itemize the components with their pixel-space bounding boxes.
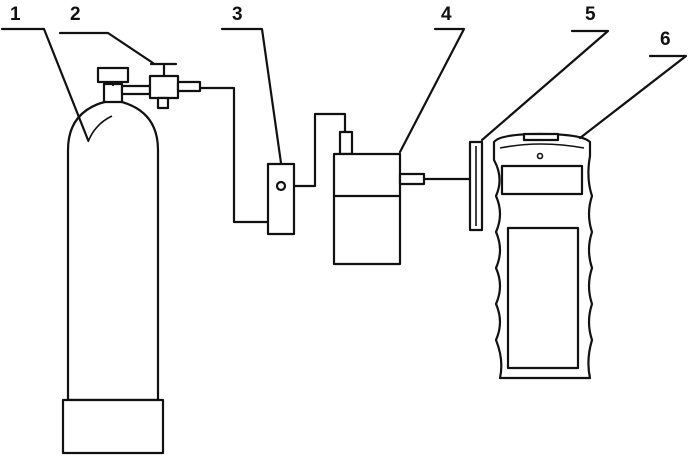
label-flow-meter: 3 bbox=[232, 4, 243, 25]
gas-cylinder bbox=[61, 98, 165, 455]
label-pressure-valve: 2 bbox=[70, 4, 81, 25]
label-detector: 6 bbox=[660, 29, 671, 50]
label-gas-cylinder: 1 bbox=[10, 4, 21, 25]
tube-valve-to-flowmeter bbox=[198, 86, 272, 224]
pressure-valve bbox=[96, 62, 202, 110]
adapter-plate bbox=[468, 140, 484, 232]
handheld-detector bbox=[492, 132, 594, 380]
leader-lines bbox=[0, 27, 688, 165]
humidifier bbox=[332, 130, 426, 266]
tube-flowmeter-to-humidifier bbox=[292, 112, 347, 188]
flow-meter bbox=[266, 162, 296, 236]
label-adapter: 5 bbox=[585, 4, 596, 25]
label-humidifier: 4 bbox=[441, 4, 452, 25]
